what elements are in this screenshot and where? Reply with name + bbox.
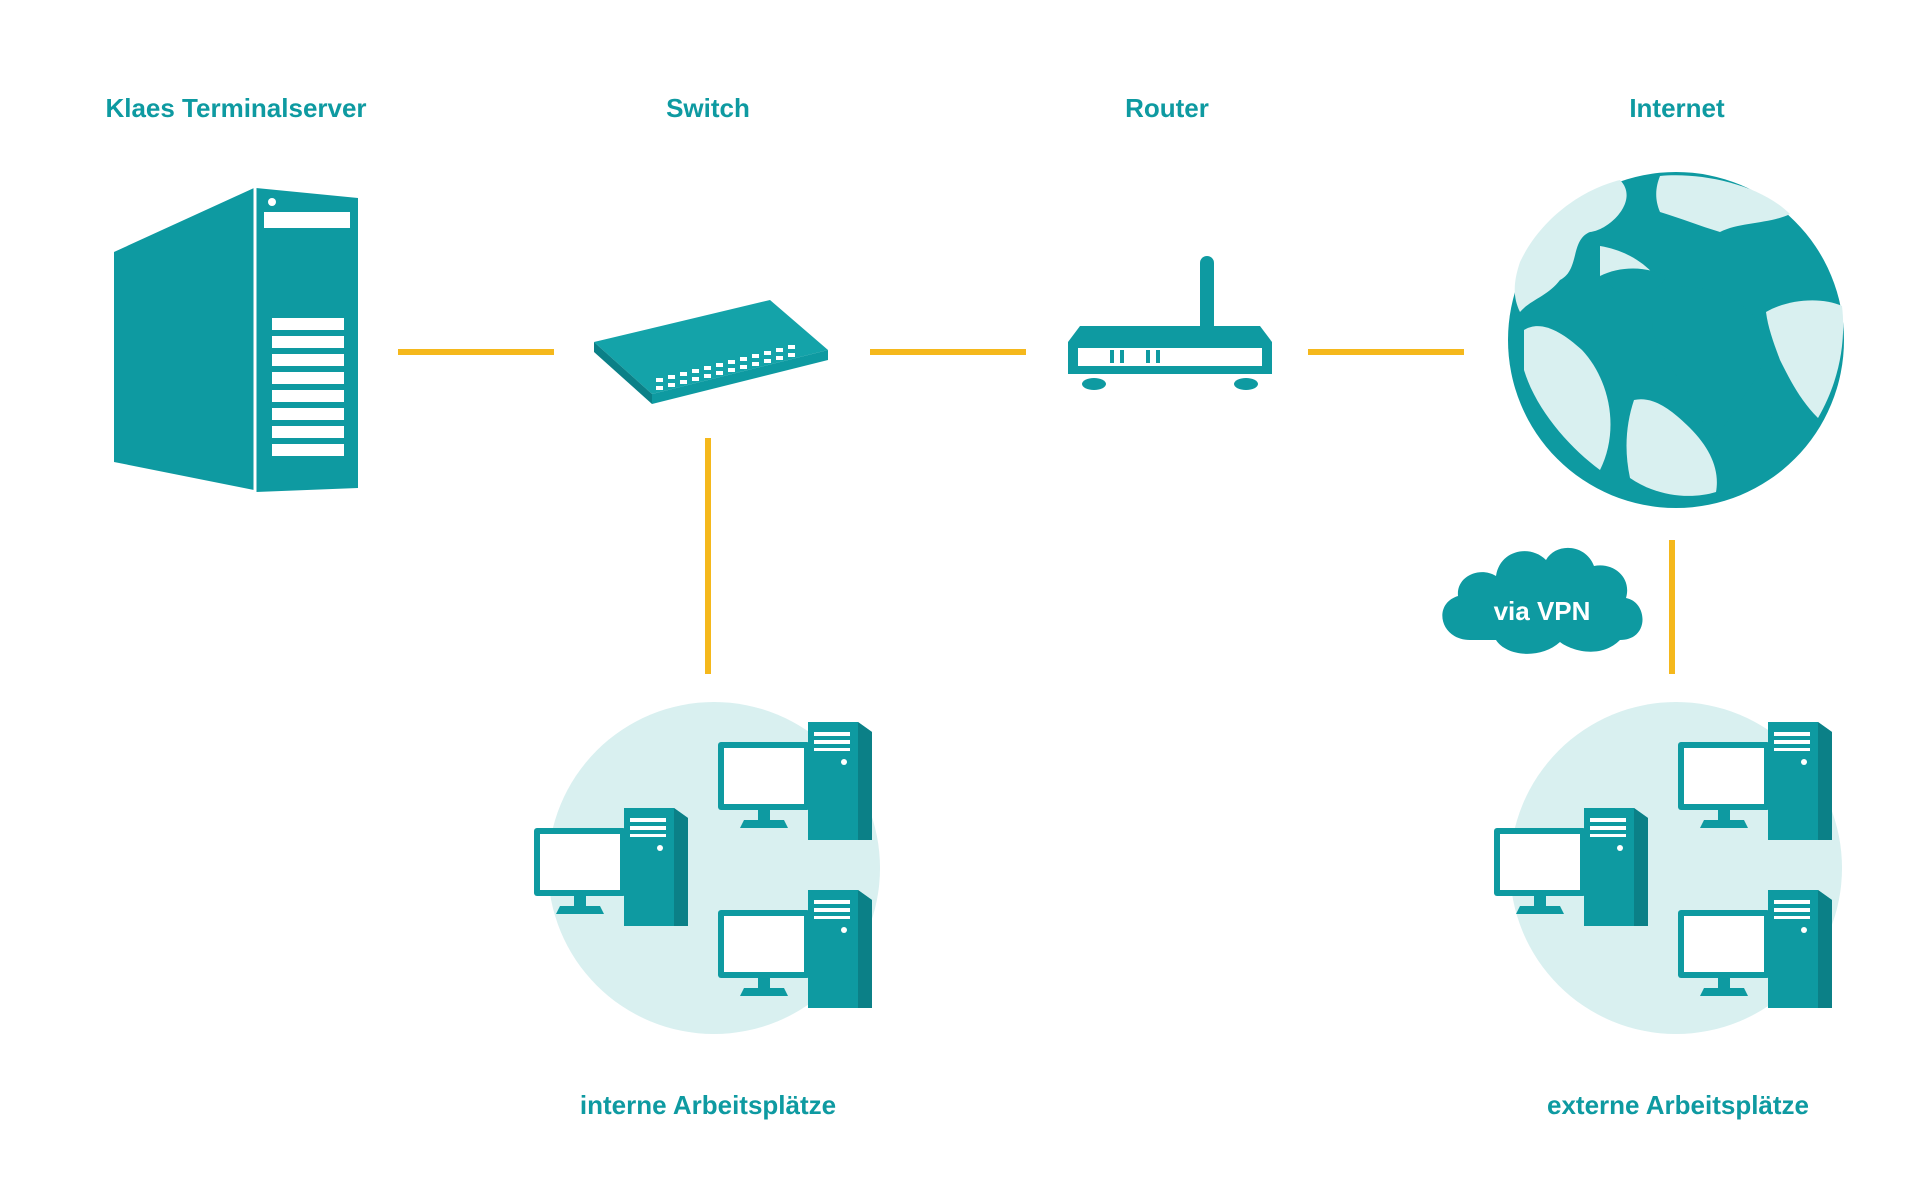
internal-workstation-group bbox=[534, 702, 880, 1034]
connectors bbox=[398, 349, 1675, 674]
external-workstation-group bbox=[1494, 702, 1842, 1034]
label-vpn: via VPN bbox=[1494, 596, 1591, 626]
label-internal-workstations: interne Arbeitsplätze bbox=[580, 1090, 836, 1120]
label-terminal-server: Klaes Terminalserver bbox=[105, 93, 366, 123]
label-switch: Switch bbox=[666, 93, 750, 123]
label-internet: Internet bbox=[1629, 93, 1725, 123]
label-router: Router bbox=[1125, 93, 1209, 123]
globe-icon bbox=[1508, 172, 1844, 508]
cloud-icon: via VPN bbox=[1442, 547, 1643, 654]
server-tower-icon bbox=[114, 188, 358, 492]
label-external-workstations: externe Arbeitsplätze bbox=[1547, 1090, 1809, 1120]
router-icon bbox=[1068, 256, 1272, 390]
network-switch-icon bbox=[594, 300, 828, 404]
